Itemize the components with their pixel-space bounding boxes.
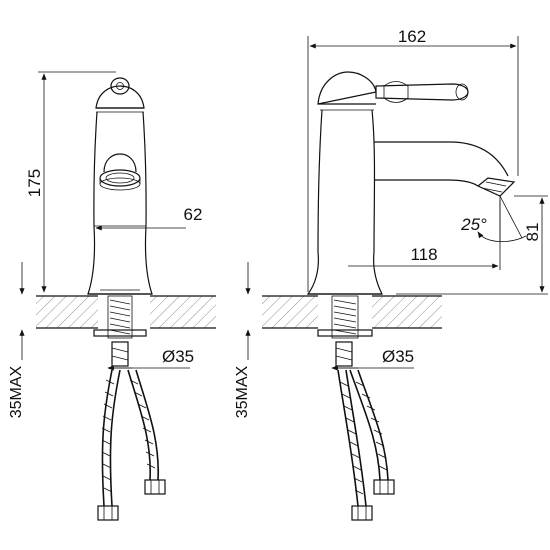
front-angle-dimension: 25° [460, 195, 527, 242]
front-hole-diameter-label: Ø35 [382, 347, 414, 366]
side-hole-diameter-label: Ø35 [162, 347, 194, 366]
front-mounting-stud [317, 295, 373, 367]
side-spout-depth-dimension: 62 [95, 205, 203, 231]
front-width-label: 162 [398, 27, 426, 46]
side-braided-hoses [97, 369, 166, 521]
side-handle-knob [95, 77, 145, 109]
front-counter-max-label: 35MAX [234, 365, 251, 418]
front-handle-lever [317, 71, 469, 105]
side-countertop [36, 294, 216, 330]
front-spout [374, 141, 516, 197]
side-mounting-stud [93, 295, 147, 367]
side-spout-depth-label: 62 [184, 205, 203, 224]
side-counter-max-label: 35MAX [8, 365, 25, 418]
side-hole-dimension: Ø35 [107, 347, 194, 371]
front-hole-dimension: Ø35 [331, 347, 414, 371]
front-reach-label: 118 [410, 245, 437, 264]
side-height-label: 175 [25, 169, 44, 197]
front-view: 162 118 25° 81 Ø35 [234, 27, 548, 521]
front-counter-max-dimension: 35MAX [234, 262, 251, 418]
front-width-dimension: 162 [307, 27, 519, 292]
side-height-dimension: 175 [25, 71, 116, 293]
side-view: 175 62 Ø35 35MAX [8, 71, 216, 521]
side-aerator [99, 153, 141, 191]
front-aerator-height-dimension: 81 [396, 195, 548, 295]
front-countertop [262, 294, 442, 330]
front-faucet-body [306, 103, 383, 295]
front-aerator-height-label: 81 [523, 223, 542, 242]
front-reach-dimension: 118 [348, 200, 501, 270]
front-angle-label: 25° [460, 215, 487, 234]
side-counter-max-dimension: 35MAX [8, 262, 25, 418]
front-braided-hoses [337, 369, 395, 521]
side-faucet-body [87, 107, 153, 295]
